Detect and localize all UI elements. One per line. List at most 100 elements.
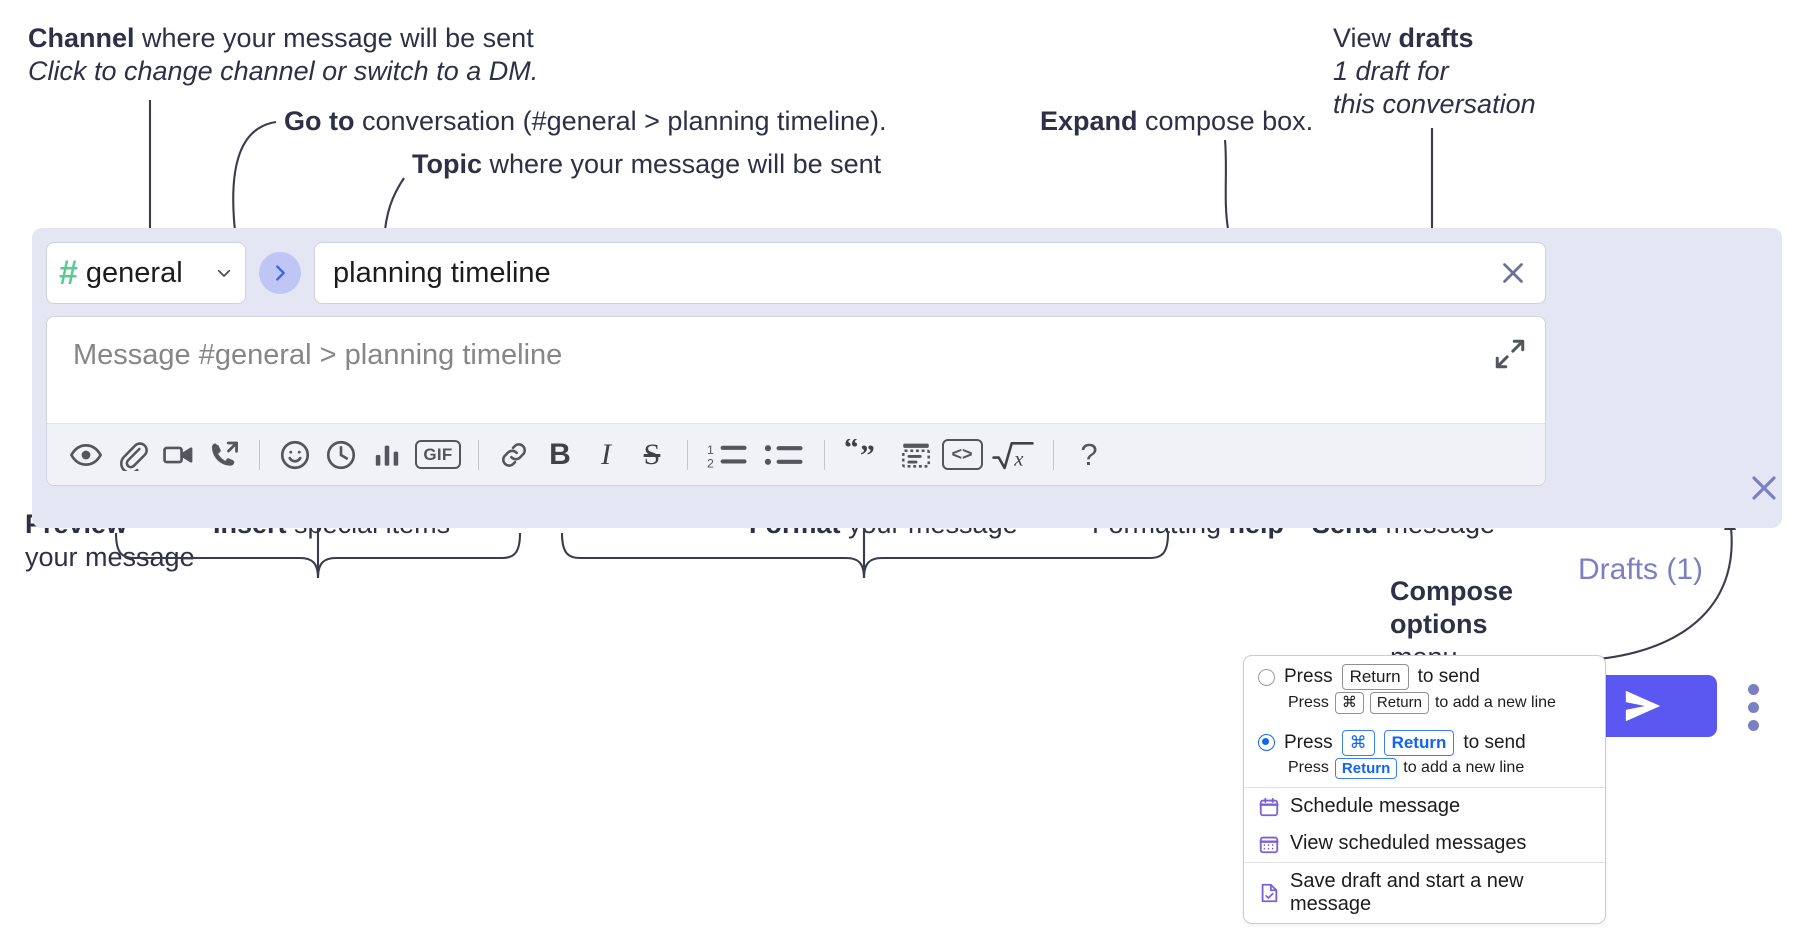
- more-vertical-icon-dot2: [1747, 701, 1759, 713]
- send-option-return-sub: Press ⌘ Return to add a new line: [1244, 692, 1605, 722]
- toolbar-divider-4: [824, 439, 825, 470]
- annotation-drafts-italic1: 1 draft for: [1333, 55, 1449, 86]
- svg-text:x: x: [1013, 448, 1024, 470]
- annotation-topic-bold: Topic: [412, 149, 482, 179]
- toolbar-divider-5: [1053, 439, 1054, 470]
- compose-widget: Drafts (1) # general: [32, 228, 1784, 737]
- compose-toolbar: GIF B: [47, 423, 1545, 485]
- drafts-link[interactable]: Drafts (1): [1578, 553, 1704, 586]
- channel-selector[interactable]: # general: [46, 242, 246, 304]
- italic-label: I: [601, 437, 611, 471]
- radio-cmd-return[interactable]: [1258, 734, 1275, 752]
- emoji-icon[interactable]: [272, 432, 318, 478]
- key-command: ⌘: [1334, 692, 1364, 714]
- strikethrough-icon[interactable]: S: [629, 432, 675, 478]
- video-icon[interactable]: [155, 432, 201, 478]
- attachment-icon[interactable]: [109, 432, 155, 478]
- more-vertical-icon-dot3: [1747, 719, 1759, 731]
- gif-icon[interactable]: GIF: [410, 432, 466, 478]
- menu-item-save-draft-label: Save draft and start a new message: [1290, 870, 1524, 916]
- key-return-sub-blue: Return: [1334, 757, 1398, 780]
- close-icon: [1752, 476, 1776, 500]
- paper-plane-icon: [1625, 690, 1661, 722]
- menu-item-view-scheduled[interactable]: View scheduled messages: [1244, 825, 1605, 862]
- svg-text:”: ”: [860, 439, 875, 470]
- annotation-topic: Topic where your message will be sent: [412, 148, 881, 181]
- radio-return[interactable]: [1258, 668, 1275, 686]
- bold-icon[interactable]: B: [537, 432, 583, 478]
- annotation-expand-bold: Expand: [1040, 106, 1138, 136]
- expand-diagonal-icon: [1495, 339, 1525, 369]
- send-option-return-sub-pre: Press: [1288, 693, 1329, 711]
- close-icon: [1503, 263, 1523, 283]
- annotation-expand-rest: compose box.: [1137, 106, 1314, 136]
- send-option-cmd-pre: Press: [1284, 731, 1333, 753]
- clear-topic-button[interactable]: [1493, 253, 1533, 293]
- compose-inner: # general planning timeline: [46, 242, 1546, 486]
- annotation-channel-rest: where your message will be sent: [134, 23, 534, 53]
- ordered-list-number-1: 1: [707, 442, 714, 456]
- svg-text:“: “: [844, 439, 859, 464]
- message-input-box[interactable]: Message #general > planning timeline: [46, 316, 1546, 486]
- clock-icon[interactable]: [318, 432, 364, 478]
- compose-options-button[interactable]: [1732, 678, 1774, 736]
- close-compose-button[interactable]: [1744, 468, 1784, 508]
- menu-item-view-scheduled-label: View scheduled messages: [1290, 832, 1527, 855]
- save-draft-icon: [1261, 884, 1278, 903]
- annotation-goto-bold: Go to: [284, 106, 355, 136]
- blockquote-icon[interactable]: “ ”: [837, 432, 893, 478]
- message-placeholder: Message #general > planning timeline: [73, 339, 563, 371]
- toolbar-divider-3: [687, 439, 688, 470]
- annotation-topic-rest: where your message will be sent: [482, 149, 882, 179]
- audio-call-icon[interactable]: [201, 432, 247, 478]
- send-option-return-post: to send: [1417, 666, 1480, 688]
- italic-icon[interactable]: I: [583, 432, 629, 478]
- help-label: ?: [1080, 436, 1098, 472]
- preview-icon[interactable]: [63, 432, 109, 478]
- menu-item-save-draft[interactable]: Save draft and start a new message: [1244, 863, 1605, 923]
- menu-item-schedule-message[interactable]: Schedule message: [1244, 788, 1605, 825]
- annotation-drafts-bold: drafts: [1398, 23, 1474, 53]
- ordered-list-icon[interactable]: 1 2: [700, 432, 756, 478]
- annotation-drafts: View drafts 1 draft for this conversatio…: [1333, 22, 1536, 121]
- expand-compose-button[interactable]: [1493, 337, 1527, 371]
- code-block-icon[interactable]: [893, 432, 939, 478]
- more-vertical-icon-dot1: [1747, 683, 1759, 695]
- menu-divider-1: [1244, 787, 1605, 789]
- bold-label: B: [549, 437, 571, 471]
- menu-divider-2: [1244, 862, 1605, 864]
- chevron-right-icon: [276, 265, 285, 281]
- gif-label: GIF: [415, 440, 461, 469]
- key-return-selected: Return: [1383, 729, 1455, 756]
- send-option-cmd-sub-post: to add a new line: [1403, 759, 1525, 777]
- send-option-return[interactable]: Press Return to send: [1244, 656, 1605, 692]
- goto-conversation-button[interactable]: [259, 252, 301, 294]
- annotation-channel-italic: Click to change channel or switch to a D…: [28, 55, 539, 86]
- link-icon[interactable]: [491, 432, 537, 478]
- code-inline-icon[interactable]: <>: [939, 432, 985, 478]
- annotation-compose-options-bold2: options: [1390, 608, 1488, 639]
- hash-icon: #: [59, 254, 78, 292]
- annotation-channel-bold: Channel: [28, 23, 135, 53]
- formatting-help-button[interactable]: ?: [1066, 432, 1112, 478]
- send-option-cmd-sub: Press Return to add a new line: [1244, 757, 1605, 788]
- key-return: Return: [1341, 664, 1409, 691]
- send-option-cmd-return[interactable]: Press ⌘ Return to send: [1244, 722, 1605, 758]
- channel-name: general: [85, 256, 183, 289]
- toolbar-divider-2: [478, 439, 479, 470]
- topic-field[interactable]: planning timeline: [314, 242, 1546, 304]
- math-icon[interactable]: x: [985, 432, 1041, 478]
- code-inline-label: <>: [941, 439, 983, 470]
- bullet-list-icon[interactable]: [756, 432, 812, 478]
- annotation-channel: Channel where your message will be sent …: [28, 22, 538, 88]
- annotation-expand: Expand compose box.: [1040, 105, 1313, 138]
- toolbar-divider-1: [259, 439, 260, 470]
- annotation-drafts-italic2: this conversation: [1333, 88, 1536, 119]
- topic-value: planning timeline: [333, 256, 551, 289]
- menu-item-schedule-message-label: Schedule message: [1290, 795, 1461, 818]
- send-option-cmd-post: to send: [1463, 731, 1526, 753]
- annotation-compose-options-bold1: Compose: [1390, 576, 1514, 606]
- poll-icon[interactable]: [364, 432, 410, 478]
- key-command-selected: ⌘: [1341, 729, 1375, 756]
